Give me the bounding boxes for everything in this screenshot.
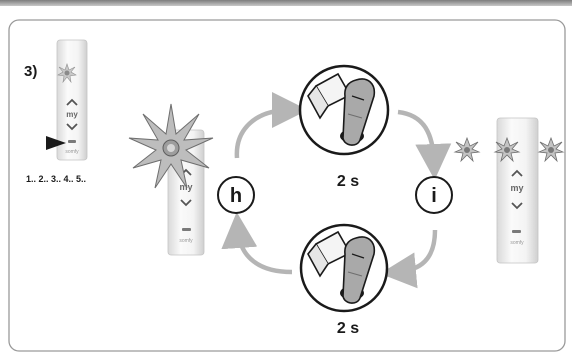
my-button-label: my: [66, 110, 78, 119]
arrow-bottom-to-h: [221, 212, 293, 275]
brand-logo: somfy: [179, 238, 193, 244]
press-pointer-icon: [46, 136, 66, 150]
arrow-h-to-top: [234, 92, 308, 159]
count-sequence: 1.. 2.. 3.. 4.. 5..: [26, 174, 86, 184]
prog-button: [512, 230, 521, 233]
remote-right: my somfy: [496, 117, 539, 264]
blink-star-icon: [453, 136, 481, 163]
top-press-illustration: [298, 64, 390, 156]
my-button-label: my: [510, 183, 523, 193]
down-arrow-icon: [66, 123, 78, 131]
bottom-press-duration: 2 s: [337, 320, 359, 337]
blink-star-icon: [493, 136, 521, 163]
blink-star-icon: [537, 136, 565, 163]
button-press-icon: [307, 72, 376, 146]
bottom-press-illustration: [299, 223, 389, 313]
node-i: i: [415, 176, 453, 214]
down-arrow-icon: [511, 202, 523, 210]
brand-logo: somfy: [65, 149, 79, 155]
node-h: h: [217, 176, 255, 214]
arrow-i-to-bottom: [380, 229, 438, 289]
prog-button: [68, 140, 76, 143]
down-arrow-icon: [180, 199, 192, 207]
up-arrow-icon: [511, 169, 523, 177]
arrow-top-to-i: [397, 109, 452, 180]
node-h-letter: h: [230, 185, 242, 207]
brand-logo: somfy: [510, 240, 524, 246]
step-number: 3): [24, 63, 37, 80]
indicator-light-icon: [57, 63, 77, 84]
node-i-letter: i: [431, 185, 437, 207]
remote-left: my somfy: [56, 39, 88, 161]
diagram-panel: [8, 19, 566, 352]
prog-button: [182, 228, 191, 231]
flashing-light-icon: [128, 103, 214, 189]
button-press-icon: [307, 230, 376, 304]
up-arrow-icon: [66, 98, 78, 106]
top-press-duration: 2 s: [337, 173, 359, 190]
top-strip: [0, 0, 572, 6]
